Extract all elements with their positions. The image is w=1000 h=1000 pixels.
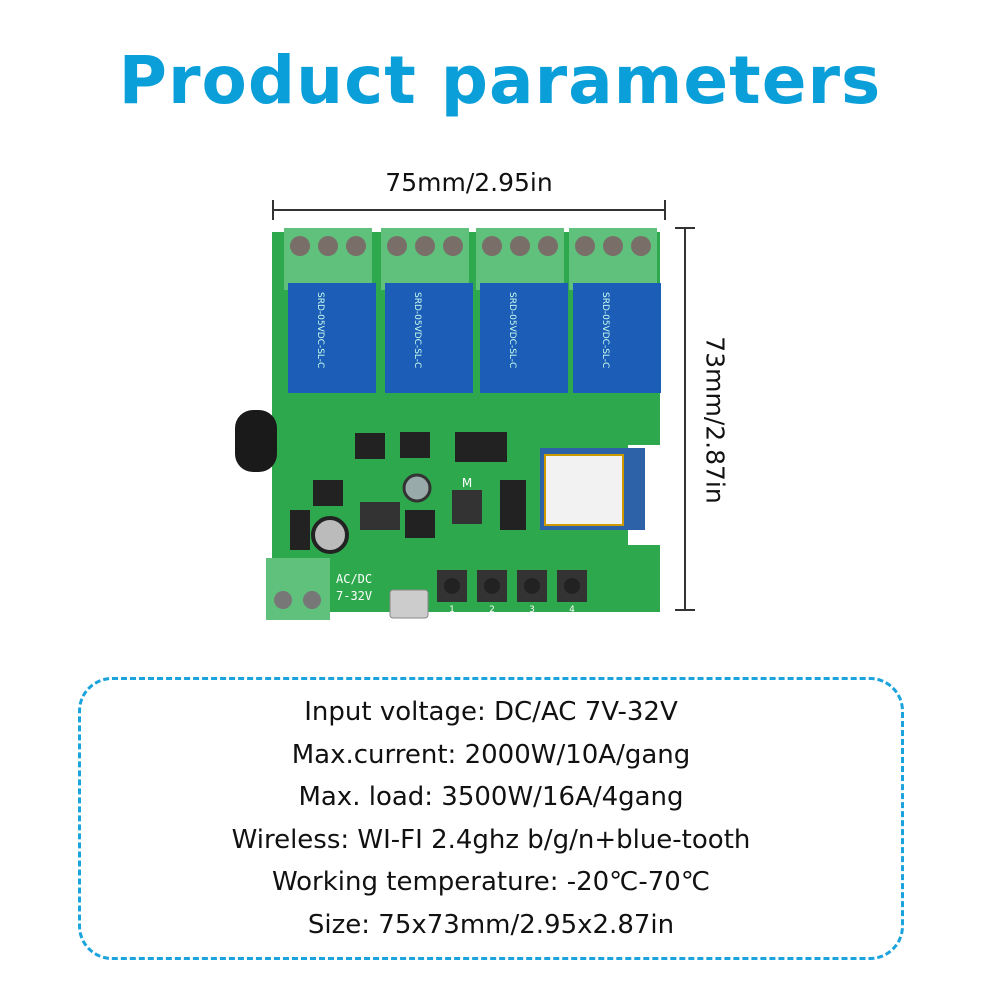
power-label: AC/DC xyxy=(336,572,372,586)
relay-model-label: SRD-05VDC-SL-C xyxy=(315,292,325,368)
ic-chip xyxy=(290,510,310,550)
capacitor xyxy=(311,516,349,554)
ic-chip xyxy=(405,510,435,538)
width-dimension-line xyxy=(272,200,666,220)
screw-icon xyxy=(318,236,338,256)
spec-wireless: Wireless: WI-FI 2.4ghz b/g/n+blue-tooth xyxy=(231,824,751,855)
screw-icon xyxy=(603,236,623,256)
voltage-label: 7-32V xyxy=(336,589,372,603)
screw-icon xyxy=(346,236,366,256)
screw-icon xyxy=(443,236,463,256)
mode-button-label: M xyxy=(462,476,472,490)
relay-model-label: SRD-05VDC-SL-C xyxy=(412,292,422,368)
usb-port xyxy=(389,589,429,619)
inductor xyxy=(360,502,400,530)
spec-input-voltage: Input voltage: DC/AC 7V-32V xyxy=(304,697,678,727)
specs-box: Input voltage: DC/AC 7V-32V Max.current:… xyxy=(78,677,904,960)
screw-icon xyxy=(575,236,595,256)
capacitor xyxy=(402,473,432,503)
relay xyxy=(480,283,568,393)
channel-button-label: 1 xyxy=(449,605,455,615)
channel-button-label: 3 xyxy=(529,605,535,615)
screw-icon xyxy=(482,236,502,256)
wifi-module-shield xyxy=(544,454,624,526)
relay xyxy=(288,283,376,393)
mode-button[interactable] xyxy=(452,490,482,524)
ic-chip xyxy=(355,433,385,459)
spec-max-current: Max.current: 2000W/10A/gang xyxy=(291,739,691,770)
ic-chip xyxy=(313,480,343,506)
ic-chip xyxy=(455,432,507,462)
relay xyxy=(573,283,661,393)
channel-button-label: 4 xyxy=(569,605,575,615)
ic-chip xyxy=(500,480,526,530)
spec-max-load: Max. load: 3500W/16A/4gang xyxy=(298,782,684,812)
page-title: Product parameters xyxy=(118,42,882,119)
power-terminal xyxy=(266,558,330,620)
channel-button-label: 2 xyxy=(489,605,495,615)
ic-chip xyxy=(400,432,430,458)
screw-icon xyxy=(415,236,435,256)
spec-size: Size: 75x73mm/2.95x2.87in xyxy=(307,909,675,940)
height-dimension-line xyxy=(675,227,695,611)
product-image: SRD-05VDC-SL-C SRD-05VDC-SL-C SRD-05VDC-SL… xyxy=(235,200,695,620)
relay-model-label: SRD-05VDC-SL-C xyxy=(600,292,610,368)
screw-icon xyxy=(631,236,651,256)
screw-icon xyxy=(510,236,530,256)
screw-icon xyxy=(290,236,310,256)
antenna-coil xyxy=(235,410,277,472)
relay-model-label: SRD-05VDC-SL-C xyxy=(507,292,517,368)
spec-working-temperature: Working temperature: -20℃-70℃ xyxy=(271,867,711,897)
screw-icon xyxy=(538,236,558,256)
screw-icon xyxy=(387,236,407,256)
relay xyxy=(385,283,473,393)
width-dimension-label: 75mm/2.95in xyxy=(385,168,553,197)
